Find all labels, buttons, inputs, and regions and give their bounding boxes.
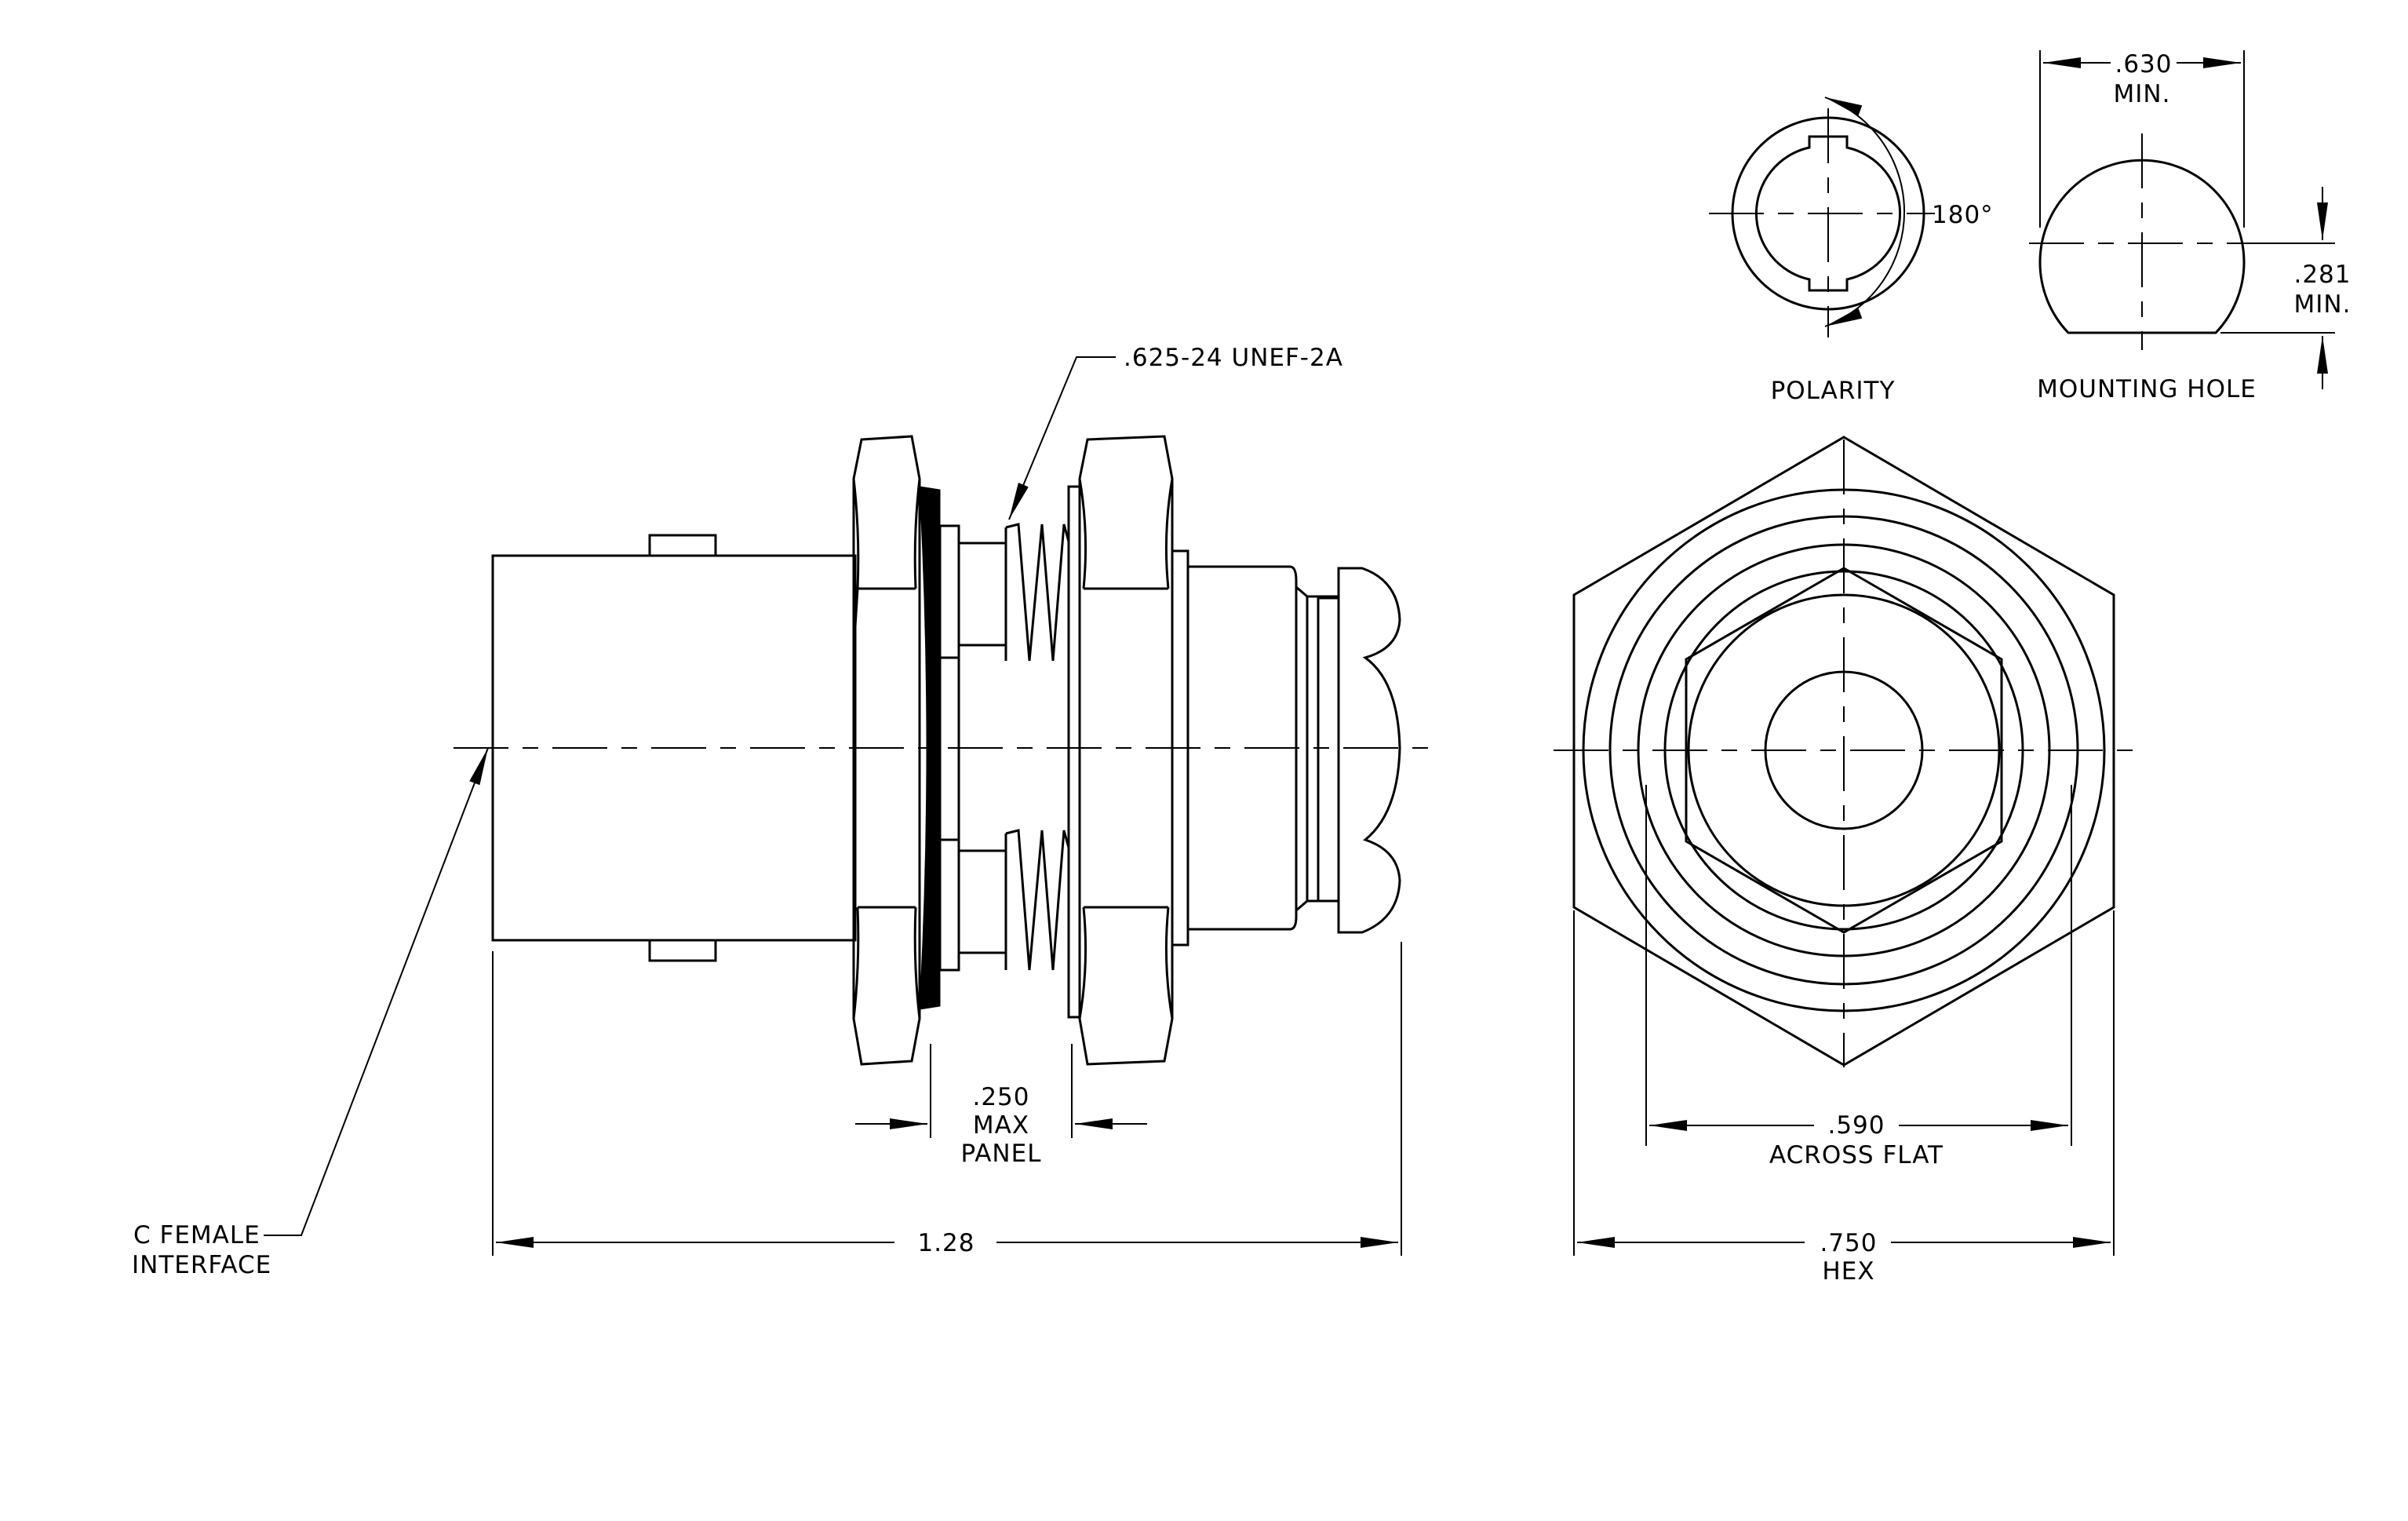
dim-590-note: ACROSS FLAT	[1769, 1141, 1944, 1169]
interface-label-line1: C FEMALE	[133, 1221, 260, 1249]
contact-cap	[1337, 567, 1401, 934]
polarity-label: POLARITY	[1771, 377, 1896, 405]
thread-leader	[1008, 356, 1116, 520]
panel-washer	[1067, 485, 1081, 1019]
dim-630-value: .630	[2115, 50, 2172, 78]
bayonet-pin-top	[648, 534, 717, 557]
rear-ring	[1317, 596, 1340, 903]
dim-250-value: .250	[972, 1083, 1029, 1111]
dim-281-value: .281	[2293, 261, 2351, 289]
polarity-angle: 180°	[1932, 201, 1994, 229]
rear-hex-nut	[1078, 435, 1174, 1066]
interface-leader	[264, 747, 489, 1236]
mounting-hole-label: MOUNTING HOLE	[2037, 375, 2257, 403]
mounting-hole-view: .630 MIN. .281 MIN. MOUNTING HOLE	[2029, 50, 2352, 403]
side-view: .625-24 UNEF-2A C FEMALE INTERFACE .250 …	[132, 344, 1428, 1279]
polarity-arc	[1824, 97, 1905, 327]
front-hex-nut	[852, 435, 921, 1066]
dim-630-note: MIN.	[2114, 80, 2171, 108]
dim-750-note: HEX	[1822, 1257, 1874, 1286]
polarity-view: 180° POLARITY	[1709, 97, 1994, 405]
mounting-hole-outline	[2038, 159, 2246, 334]
dim-250-max: MAX	[973, 1111, 1029, 1140]
bayonet-pin-bottom	[648, 939, 717, 962]
inner-hex	[1685, 567, 2003, 934]
dim-128-value: 1.28	[917, 1229, 974, 1257]
dim-750-value: .750	[1820, 1229, 1877, 1257]
rear-knurl	[1295, 585, 1309, 912]
dim-281-note: MIN.	[2294, 290, 2352, 319]
thread-label: .625-24 UNEF-2A	[1124, 344, 1343, 372]
interface-label-line2: INTERFACE	[132, 1251, 271, 1279]
end-view: .590 ACROSS FLAT .750 HEX	[1554, 436, 2139, 1286]
rear-body	[1186, 565, 1298, 931]
dim-590-value: .590	[1827, 1111, 1885, 1140]
dim-250-panel: PANEL	[961, 1140, 1042, 1168]
